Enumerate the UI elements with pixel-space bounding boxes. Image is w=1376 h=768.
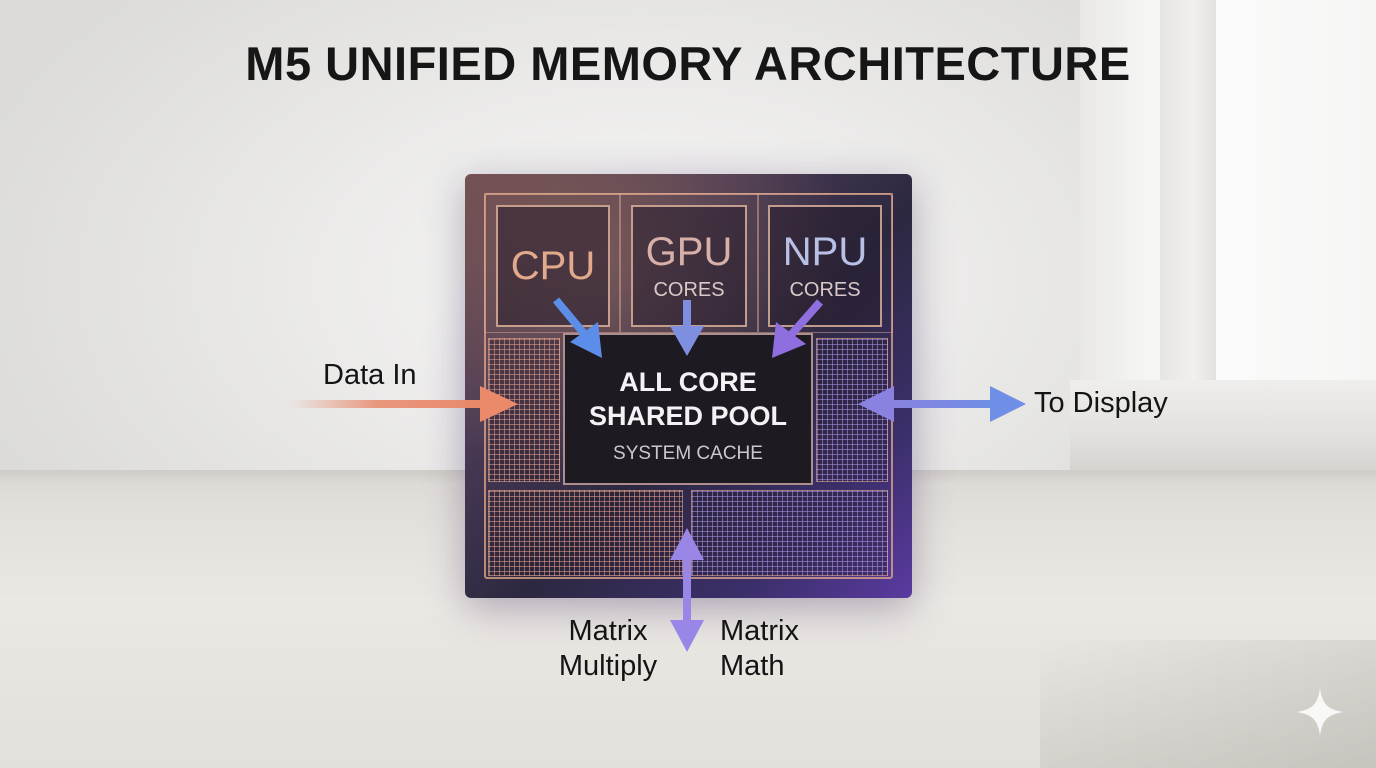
- matrix-multiply-line2: Multiply: [558, 649, 658, 682]
- gpu-label: GPU: [645, 230, 733, 274]
- to-display-arrow: [858, 386, 1026, 422]
- cpu-label: CPU: [510, 244, 596, 288]
- matrix-math-line1: Matrix: [720, 615, 799, 647]
- npu-block: NPU CORES: [768, 205, 882, 327]
- pool-title-line2: SHARED POOL: [588, 401, 788, 431]
- pool-sublabel: SYSTEM CACHE: [613, 443, 763, 464]
- matrix-math-line2: Math: [720, 649, 785, 682]
- matrix-multiply-line1: Matrix: [568, 615, 648, 647]
- data-in-arrow: [290, 386, 518, 422]
- pool-title-line1: ALL CORE: [619, 367, 757, 397]
- npu-label: NPU: [782, 230, 868, 274]
- memory-grid-bottom-left: [488, 490, 683, 576]
- npu-sublabel: CORES: [789, 279, 861, 301]
- cpu-frame: [484, 193, 620, 333]
- cpu-block: CPU: [496, 205, 610, 327]
- background-window-sill: [1070, 380, 1376, 470]
- matrix-math-label: Matrix Math: [720, 614, 799, 684]
- npu-to-pool-arrow: [772, 299, 823, 358]
- to-display-label: To Display: [1034, 387, 1168, 419]
- data-in-label: Data In: [323, 359, 417, 391]
- background-window-frame: [1160, 0, 1216, 440]
- sparkle-icon: [1296, 688, 1344, 736]
- gpu-to-pool-arrow: [670, 300, 704, 356]
- gpu-sublabel: CORES: [653, 279, 725, 301]
- cpu-to-pool-arrow: [552, 297, 602, 358]
- npu-frame: [758, 193, 893, 333]
- diagram-title: M5 UNIFIED MEMORY ARCHITECTURE: [245, 37, 1131, 90]
- matrix-multiply-label: Matrix Multiply: [546, 614, 670, 684]
- memory-grid-bottom-right: [691, 490, 888, 576]
- matrix-arrow: [670, 528, 704, 652]
